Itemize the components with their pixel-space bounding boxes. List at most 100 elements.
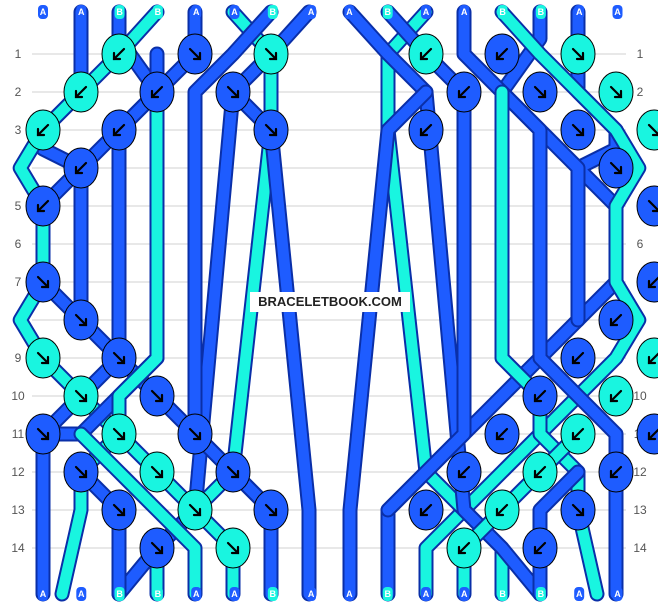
row-label: 6 bbox=[637, 237, 644, 251]
strand-label: A bbox=[78, 589, 85, 599]
strand-label: A bbox=[346, 7, 353, 17]
knot bbox=[636, 109, 658, 151]
knot bbox=[101, 413, 137, 455]
watermark-text: BRACELETBOOK.COM bbox=[258, 294, 402, 309]
knot bbox=[560, 109, 596, 151]
arrow-down-right-icon bbox=[264, 123, 278, 137]
arrow-down-right-icon bbox=[188, 47, 202, 61]
arrow-down-right-icon bbox=[533, 85, 547, 99]
arrow-down-right-icon bbox=[74, 389, 88, 403]
strand-label: B bbox=[538, 589, 545, 599]
strand-tab bbox=[306, 5, 317, 19]
arrow-down-right-icon bbox=[112, 351, 126, 365]
arrow-down-right-icon bbox=[609, 161, 623, 175]
row-label: 10 bbox=[633, 389, 647, 403]
thread bbox=[344, 6, 546, 600]
strand-tab bbox=[421, 5, 431, 19]
strand-label: A bbox=[346, 589, 353, 599]
strand-tab bbox=[535, 5, 546, 19]
arrow-down-left-icon bbox=[419, 503, 433, 517]
row-label: 13 bbox=[11, 503, 25, 517]
arrow-down-right-icon bbox=[188, 503, 202, 517]
strand-label: B bbox=[384, 589, 391, 599]
knot bbox=[636, 337, 658, 379]
knot bbox=[101, 109, 137, 151]
strand-label: B bbox=[499, 589, 506, 599]
strand-tab bbox=[76, 5, 87, 19]
row-label: 5 bbox=[15, 199, 22, 213]
strand-tab bbox=[382, 5, 393, 19]
arrow-down-left-icon bbox=[609, 465, 623, 479]
strand-label: B bbox=[270, 589, 277, 599]
arrow-down-right-icon bbox=[36, 275, 50, 289]
knot bbox=[253, 33, 289, 75]
knot bbox=[215, 71, 251, 113]
strand-tab bbox=[574, 587, 585, 601]
strand-label: A bbox=[40, 7, 47, 17]
knot bbox=[484, 489, 520, 531]
row-label: 2 bbox=[15, 85, 22, 99]
arrow-down-left-icon bbox=[457, 541, 471, 555]
knot bbox=[560, 413, 596, 455]
knots-layer bbox=[25, 33, 658, 569]
knot bbox=[215, 451, 251, 493]
knot bbox=[253, 109, 289, 151]
strand-tab bbox=[612, 587, 623, 601]
arrow-down-right-icon bbox=[150, 541, 164, 555]
thread bbox=[420, 6, 645, 600]
row-label: 9 bbox=[15, 351, 22, 365]
arrow-down-left-icon bbox=[647, 352, 658, 365]
strand-label: A bbox=[461, 7, 468, 17]
thread bbox=[458, 6, 622, 600]
knot bbox=[446, 451, 482, 493]
thread bbox=[344, 86, 432, 600]
arrow-down-right-icon bbox=[571, 123, 585, 137]
knot bbox=[177, 489, 213, 531]
knot bbox=[598, 375, 634, 417]
strand-tab bbox=[267, 587, 278, 601]
row-label: 7 bbox=[15, 275, 22, 289]
strand-tab bbox=[344, 5, 355, 19]
strand-label: B bbox=[116, 589, 123, 599]
strand-label: B bbox=[116, 7, 123, 17]
strand-label: A bbox=[308, 7, 315, 17]
knot bbox=[560, 33, 596, 75]
knot-body bbox=[636, 261, 658, 303]
strand-tab bbox=[612, 5, 623, 19]
strand-tab bbox=[306, 587, 317, 601]
strand-label: A bbox=[308, 589, 315, 599]
strand-tab bbox=[76, 587, 87, 601]
arrow-down-right-icon bbox=[226, 465, 240, 479]
knot bbox=[177, 33, 213, 75]
row-label: 14 bbox=[11, 541, 25, 555]
arrow-down-right-icon bbox=[112, 427, 126, 441]
strand-tab bbox=[459, 587, 470, 601]
knot bbox=[522, 527, 558, 569]
strand-label: B bbox=[538, 7, 545, 17]
knot bbox=[636, 185, 658, 227]
knot bbox=[598, 299, 634, 341]
strand-tab bbox=[38, 5, 48, 19]
knot bbox=[101, 33, 137, 75]
strand-tab bbox=[152, 5, 163, 19]
arrow-down-left-icon bbox=[36, 123, 50, 137]
arrow-down-right-icon bbox=[36, 351, 50, 365]
row-label: 12 bbox=[11, 465, 25, 479]
strand-label: B bbox=[155, 7, 162, 17]
strand-label: B bbox=[384, 7, 391, 17]
knot bbox=[25, 109, 61, 151]
knot bbox=[25, 261, 61, 303]
row-label: 1 bbox=[15, 47, 22, 61]
knot bbox=[446, 71, 482, 113]
knot bbox=[560, 337, 596, 379]
knot bbox=[408, 33, 444, 75]
strand-tab bbox=[497, 587, 508, 601]
knot bbox=[63, 71, 99, 113]
strand-label: B bbox=[499, 7, 506, 17]
strand-label: A bbox=[78, 7, 85, 17]
knot bbox=[63, 299, 99, 341]
knot-body bbox=[636, 413, 658, 455]
knot bbox=[63, 375, 99, 417]
